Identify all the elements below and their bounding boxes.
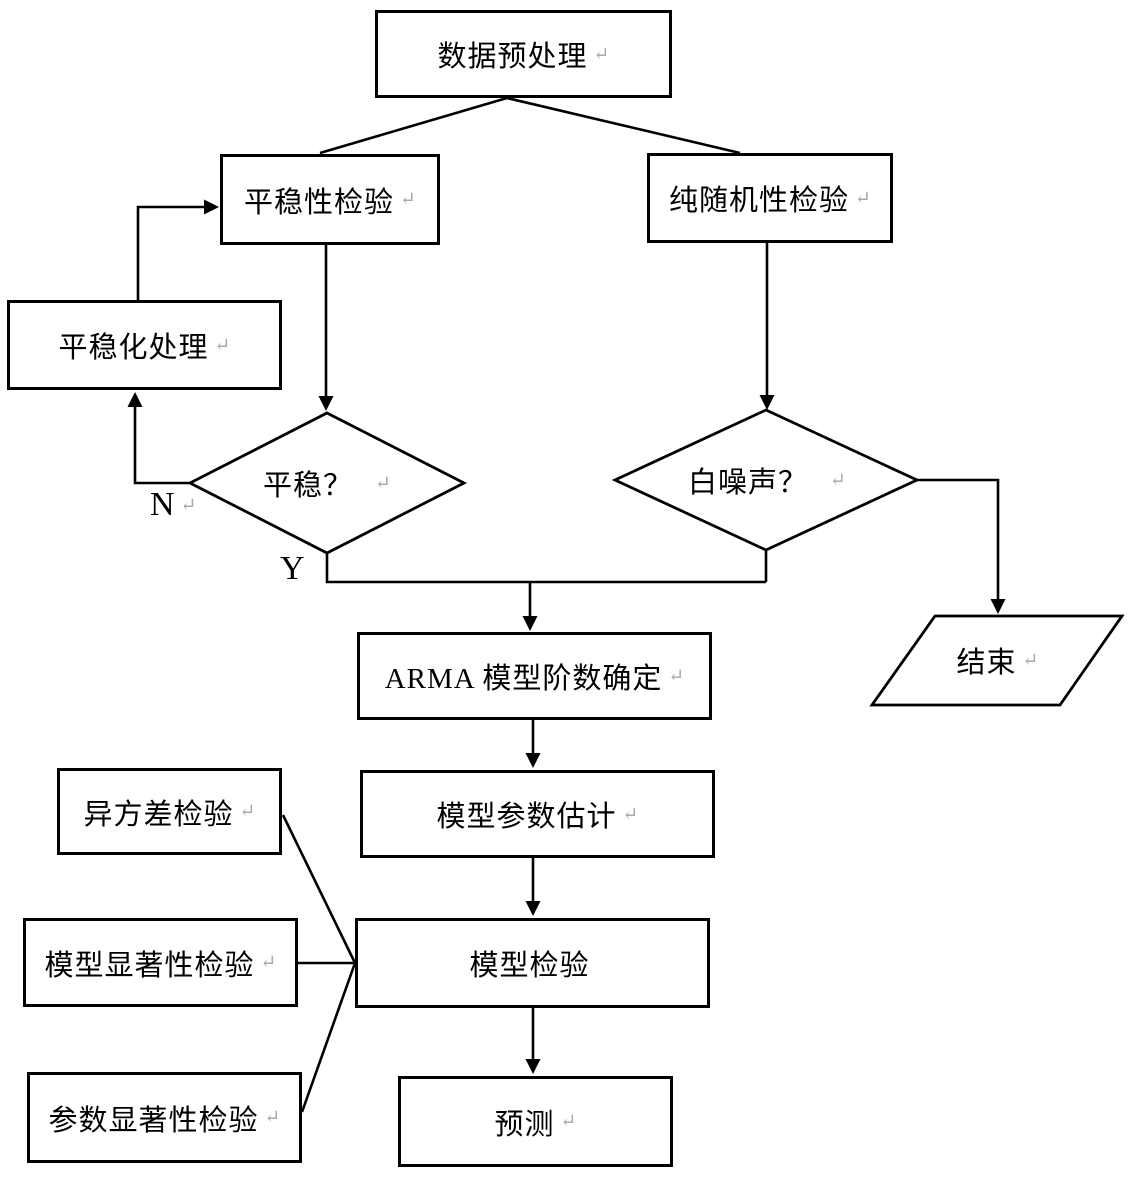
branch-label-no: N ↵: [150, 486, 196, 524]
diamond-whitenoise-shape: [611, 408, 921, 552]
terminator-end-label: 结束 ↵: [905, 632, 1090, 688]
arrowhead-down-icon: [759, 395, 775, 410]
node-label: ARMA 模型阶数确定: [384, 663, 663, 695]
edge-paramsig-check: [300, 962, 357, 1113]
arrowheads: [127, 199, 1006, 1074]
arrowhead-up-icon: [127, 392, 143, 407]
node-pure-randomness-test: 纯随机性检验 ↵: [647, 153, 893, 243]
paragraph-mark-icon: ↵: [260, 952, 277, 973]
edge-hetero-check: [281, 814, 357, 964]
node-stationarization: 平稳化处理 ↵: [7, 300, 282, 390]
edge-yes-bus: [325, 553, 766, 584]
edge-preprocess-randomness: [506, 96, 741, 155]
arrowhead-down-icon: [522, 616, 538, 631]
paragraph-mark-icon: ↵: [400, 189, 416, 210]
paragraph-mark-icon: ↵: [622, 803, 639, 825]
node-parameter-estimation: 模型参数估计 ↵: [360, 770, 715, 858]
node-model-significance-test: 模型显著性检验 ↵: [23, 918, 298, 1007]
node-parameter-significance-test: 参数显著性检验 ↵: [27, 1072, 302, 1163]
node-label: 纯随机性检验: [669, 185, 850, 217]
connector-lines: [133, 96, 1000, 1113]
paragraph-mark-icon: ↵: [375, 472, 391, 494]
paragraph-mark-icon: ↵: [264, 1107, 281, 1128]
branch-label-yes: Y: [280, 550, 311, 588]
paragraph-mark-icon: ↵: [180, 494, 197, 516]
node-model-check: 模型检验: [355, 918, 710, 1008]
parallelogram-end-shape: [869, 614, 1125, 707]
node-arma-order-determination: ARMA 模型阶数确定 ↵: [357, 632, 712, 720]
arrowhead-down-icon: [525, 1059, 541, 1074]
edge-stationarize-return: [136, 205, 204, 300]
node-heteroscedasticity-test: 异方差检验 ↵: [57, 768, 282, 855]
paragraph-mark-icon: ↵: [1022, 649, 1039, 671]
node-label: 平稳化处理: [58, 332, 209, 364]
arrowhead-right-icon: [204, 199, 219, 215]
node-label: 结束: [956, 647, 1017, 679]
node-label: 模型参数估计: [436, 801, 617, 833]
node-forecast: 预测 ↵: [398, 1076, 673, 1167]
node-label: 平稳性检验: [244, 186, 395, 219]
node-label: 异方差检验: [83, 798, 234, 831]
node-label: 白噪声？: [688, 467, 809, 499]
node-label: 模型检验: [469, 950, 590, 982]
node-data-preprocessing: 数据预处理 ↵: [375, 10, 672, 98]
diamond-stationary-shape: [186, 411, 468, 555]
arrowhead-down-icon: [318, 396, 334, 411]
node-label: 模型显著性检验: [44, 949, 255, 982]
edge-no-branch: [133, 407, 190, 485]
node-label: 预测: [494, 1108, 555, 1141]
paragraph-mark-icon: ↵: [830, 469, 846, 491]
edge-whitenoise-end: [917, 478, 1000, 599]
decision-whitenoise-label: 白噪声？ ↵: [632, 452, 902, 508]
branch-no-text: N: [150, 486, 175, 523]
decision-stationary-label: 平稳？ ↵: [207, 455, 447, 511]
node-label: 参数显著性检验: [48, 1104, 259, 1137]
arrowhead-down-icon: [525, 753, 541, 768]
node-label: 平稳？: [263, 470, 354, 502]
paragraph-mark-icon: ↵: [214, 334, 231, 356]
paragraph-mark-icon: ↵: [855, 187, 871, 209]
decision-shapes: [186, 408, 1125, 707]
node-stationarity-test: 平稳性检验 ↵: [220, 154, 440, 245]
paragraph-mark-icon: ↵: [239, 801, 256, 822]
arrowhead-down-icon: [525, 901, 541, 916]
arrowhead-down-icon: [990, 599, 1006, 614]
paragraph-mark-icon: ↵: [593, 43, 610, 65]
paragraph-mark-icon: ↵: [668, 665, 685, 687]
paragraph-mark-icon: ↵: [560, 1111, 577, 1132]
branch-yes-text: Y: [280, 550, 305, 587]
edge-preprocess-stationarity: [319, 96, 508, 155]
node-label: 数据预处理: [437, 41, 588, 73]
